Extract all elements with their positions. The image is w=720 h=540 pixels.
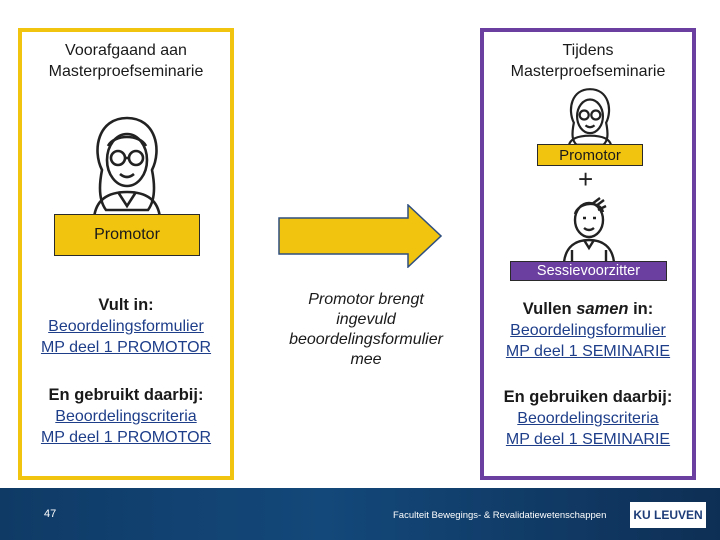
right-fill-block: Vullen samen in: Beoordelingsformulier M… [484, 298, 692, 362]
left-promotor-label: Promotor [54, 214, 200, 256]
faculty-name: Faculteit Bewegings- & Revalidatiewetens… [393, 510, 607, 521]
right-title-line2: Masterproefseminarie [510, 63, 666, 80]
left-title-line1: Voorafgaand aan [65, 42, 187, 59]
logo-text: KU LEUVEN [633, 508, 703, 522]
right-use-block: En gebruiken daarbij: Beoordelingscriter… [484, 386, 692, 450]
right-fill-title-post: in: [628, 300, 654, 318]
right-arrow-icon [278, 204, 442, 268]
right-title-line1: Tijdens [562, 42, 614, 59]
right-promotor-label: Promotor [537, 144, 643, 166]
right-fill-title-pre: Vullen [522, 300, 577, 318]
right-fill-link2[interactable]: MP deel 1 SEMINARIE [505, 343, 671, 360]
male-chair-icon [562, 197, 616, 262]
left-panel-before-seminar: Voorafgaand aan Masterproefseminarie Vul… [18, 28, 234, 480]
footer-bar [0, 488, 720, 540]
right-panel-title: Tijdens Masterproefseminarie [484, 40, 692, 82]
right-fill-link1[interactable]: Beoordelingsformulier [510, 322, 666, 339]
middle-line1: Promotor brengt [308, 291, 424, 308]
left-fill-link2[interactable]: MP deel 1 PROMOTOR [40, 339, 212, 356]
left-use-link1[interactable]: Beoordelingscriteria [55, 408, 197, 425]
middle-line2: ingevuld [336, 311, 396, 328]
left-use-link2[interactable]: MP deel 1 PROMOTOR [40, 429, 212, 446]
left-use-block: En gebruikt daarbij: Beoordelingscriteri… [22, 384, 230, 448]
right-use-title: En gebruiken daarbij: [503, 388, 673, 406]
right-panel-during-seminar: Tijdens Masterproefseminarie Vullen same… [480, 28, 696, 480]
left-use-title: En gebruikt daarbij: [48, 386, 204, 404]
left-title-line2: Masterproefseminarie [48, 63, 204, 80]
right-fill-title-em: samen [576, 300, 629, 318]
middle-line4: mee [350, 351, 382, 368]
right-fill-title: Vullen samen in: [484, 298, 692, 320]
ku-leuven-logo: KU LEUVEN [630, 502, 706, 528]
right-use-link2[interactable]: MP deel 1 SEMINARIE [505, 431, 671, 448]
middle-line3: beoordelingsformulier [289, 331, 443, 348]
right-use-link1[interactable]: Beoordelingscriteria [517, 410, 659, 427]
plus-sign: + [578, 164, 594, 194]
left-fill-link1[interactable]: Beoordelingsformulier [48, 318, 204, 335]
page-number: 47 [44, 508, 57, 520]
female-promotor-icon [92, 116, 162, 218]
session-chair-label: Sessievoorzitter [510, 261, 667, 281]
left-fill-block: Vult in: Beoordelingsformulier MP deel 1… [22, 294, 230, 358]
middle-explanation: Promotor brengt ingevuld beoordelingsfor… [268, 290, 464, 370]
female-promotor-icon [567, 88, 613, 146]
left-panel-title: Voorafgaand aan Masterproefseminarie [22, 40, 230, 82]
left-fill-title: Vult in: [98, 296, 154, 314]
